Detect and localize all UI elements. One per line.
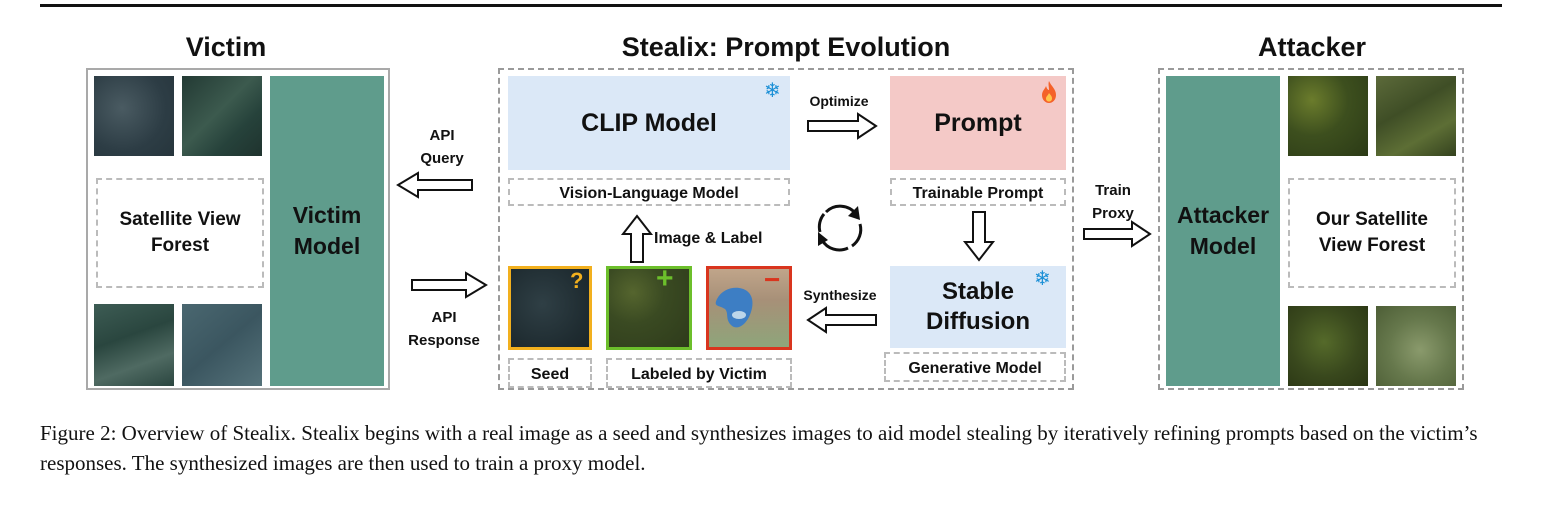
train-proxy-arrow-icon (1083, 220, 1152, 248)
cycle-icon (817, 204, 863, 252)
positive-plus-mark: + (656, 262, 674, 295)
clip-model-label: CLIP Model (581, 108, 717, 137)
center-panel (498, 68, 1074, 390)
attacker-image-3 (1288, 306, 1368, 386)
victim-image-2 (182, 76, 262, 156)
image-label-text: Image & Label (654, 230, 763, 247)
attacker-model-label: Attacker Model (1176, 201, 1270, 259)
victim-model: Victim Model (270, 76, 384, 386)
api-query-arrow-icon (396, 171, 473, 199)
positive-image (606, 266, 692, 350)
attacker-panel (1158, 68, 1464, 390)
prompt-label: Prompt (934, 108, 1022, 137)
victim-image-4 (182, 304, 262, 386)
api-response-label: API Response (408, 309, 480, 350)
seed-image (508, 266, 592, 350)
victim-model-label: Victim Model (292, 201, 362, 259)
flame-icon (1042, 81, 1056, 103)
api-response-arrow-icon (411, 271, 488, 299)
victim-image-3 (94, 304, 174, 386)
negative-image (706, 266, 792, 350)
seed-caption-box: Seed (508, 358, 592, 388)
sd-caption-box: Generative Model (884, 352, 1066, 382)
figure-caption: Figure 2: Overview of Stealix. Stealix b… (40, 421, 1478, 476)
attacker-image-1 (1288, 76, 1368, 156)
image-label-up-arrow-icon (620, 214, 654, 263)
prompt-caption-box: Trainable Prompt (890, 178, 1066, 206)
sd-snowflake-icon: ❄ (1034, 268, 1051, 290)
synthesize-label: Synthesize (803, 287, 877, 303)
victim-title: Victim (185, 32, 267, 62)
clip-caption: Vision-Language Model (559, 185, 739, 202)
synthesize-arrow-icon (806, 306, 877, 334)
clip-caption-box: Vision-Language Model (508, 178, 790, 206)
attacker-title: Attacker (1257, 32, 1367, 62)
prompt-caption: Trainable Prompt (912, 185, 1044, 202)
top-rule (40, 4, 1502, 7)
center-title: Stealix: Prompt Evolution (621, 32, 951, 62)
labeled-caption: Labeled by Victim (631, 366, 767, 383)
clip-model: CLIP Model (508, 76, 790, 170)
attacker-image-2 (1376, 76, 1456, 156)
stable-diffusion-label: Stable Diffusion (926, 278, 1030, 335)
train-proxy-label: Train Proxy (1092, 182, 1134, 222)
victim-image-1 (94, 76, 174, 156)
victim-data-text: Satellite View Forest (119, 209, 241, 256)
lake-graphic (715, 287, 753, 328)
victim-data-label: Satellite View Forest (96, 178, 264, 288)
optimize-arrow-icon (807, 112, 878, 140)
attacker-image-4 (1376, 306, 1456, 386)
sd-caption: Generative Model (908, 360, 1042, 377)
attacker-data-text: Our Satellite View Forest (1316, 209, 1428, 256)
prompt-down-arrow-icon (962, 211, 996, 262)
prompt-box: Prompt (890, 76, 1066, 170)
api-query-label: API Query (420, 127, 464, 168)
negative-minus-mark: − (764, 264, 781, 295)
attacker-model: Attacker Model (1166, 76, 1280, 386)
seed-question-mark: ? (570, 268, 584, 293)
stable-diffusion-box: Stable Diffusion (890, 266, 1066, 348)
clip-snowflake-icon: ❄ (764, 80, 781, 102)
optimize-label: Optimize (809, 93, 869, 109)
attacker-data-label: Our Satellite View Forest (1288, 178, 1456, 288)
seed-caption: Seed (530, 366, 570, 383)
labeled-caption-box: Labeled by Victim (606, 358, 792, 388)
